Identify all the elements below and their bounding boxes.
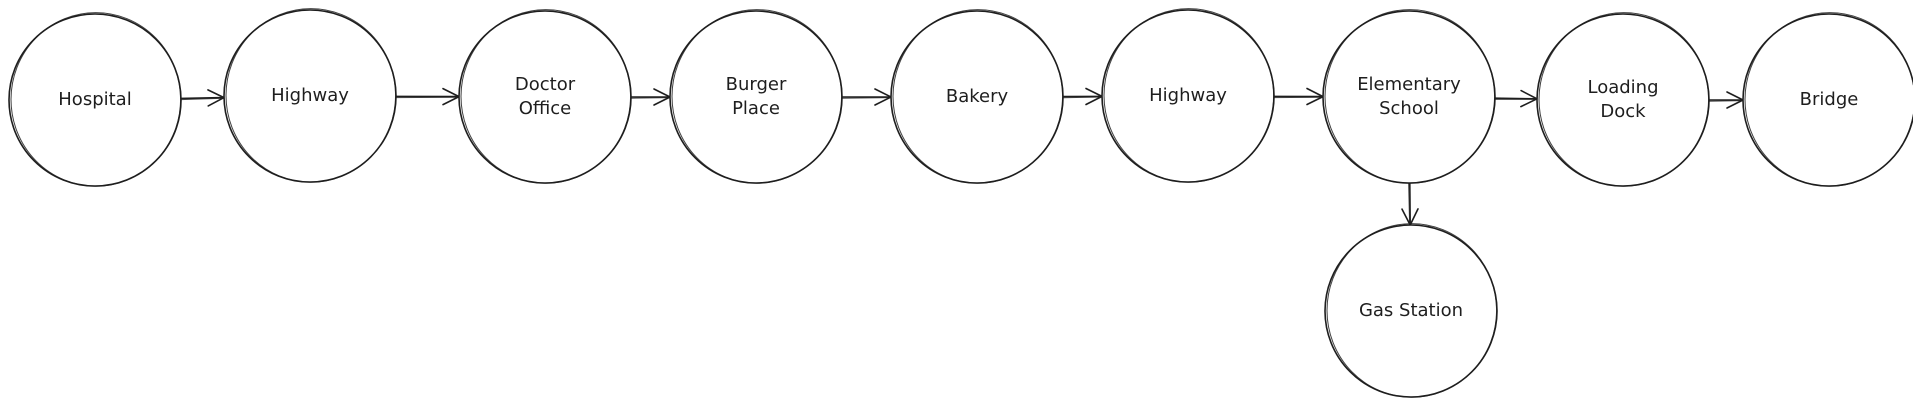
node-label: Burger [726, 74, 787, 95]
edge-loading-dock-to-bridge [1708, 91, 1744, 109]
edge-line-sketch [1062, 96, 1103, 99]
edge-line-sketch [630, 97, 671, 99]
edge-highway-1-to-doctor-office [395, 87, 460, 106]
node-bridge[interactable]: Bridge [1742, 12, 1913, 187]
node-bakery[interactable]: Bakery [890, 9, 1064, 184]
node-label: Elementary [1357, 74, 1461, 95]
node-circle-sketch [10, 12, 182, 187]
edge-line-sketch [1408, 182, 1411, 226]
edge-highway-2-to-elementary-school [1273, 87, 1324, 106]
edge-doctor-office-to-burger-place [630, 88, 671, 106]
node-label: Hospital [58, 89, 131, 110]
node-label: School [1379, 98, 1439, 119]
node-label: Office [519, 98, 572, 119]
node-label: Dock [1600, 101, 1646, 122]
node-label: Highway [1149, 85, 1227, 106]
node-circle-sketch [1324, 9, 1496, 184]
node-label: Highway [271, 85, 349, 106]
node-label: Bridge [1800, 89, 1859, 110]
node-circle-sketch [892, 9, 1064, 184]
node-label: Loading [1587, 77, 1658, 98]
node-hospital[interactable]: Hospital [8, 12, 182, 187]
node-label: Doctor [515, 74, 576, 95]
edge-bakery-to-highway-2 [1062, 87, 1103, 106]
node-circle-sketch [460, 9, 632, 184]
edge-line-sketch [1708, 100, 1744, 102]
node-circle-sketch [671, 9, 843, 184]
node-highway-1[interactable]: Highway [223, 8, 397, 183]
node-circle-sketch [225, 8, 397, 183]
node-label: Place [732, 98, 780, 119]
node-circle-sketch [1103, 8, 1275, 183]
edge-line-sketch [180, 97, 225, 101]
node-gas-station[interactable]: Gas Station [1324, 223, 1498, 398]
node-circle-sketch [1538, 12, 1710, 187]
node-highway-2[interactable]: Highway [1101, 8, 1275, 183]
edge-line [1494, 97, 1538, 100]
edge-line [180, 96, 225, 100]
edge-elementary-school-to-gas-station [1401, 182, 1419, 226]
edge-elementary-school-to-loading-dock [1494, 89, 1538, 108]
edge-burger-place-to-bakery [841, 88, 892, 106]
edge-hospital-to-highway-1 [180, 89, 225, 107]
edge-line-sketch [841, 97, 892, 99]
node-circle-sketch [1326, 223, 1498, 398]
node-circle-sketch [1744, 12, 1913, 187]
node-label: Gas Station [1359, 300, 1463, 321]
node-label: Bakery [946, 86, 1009, 107]
